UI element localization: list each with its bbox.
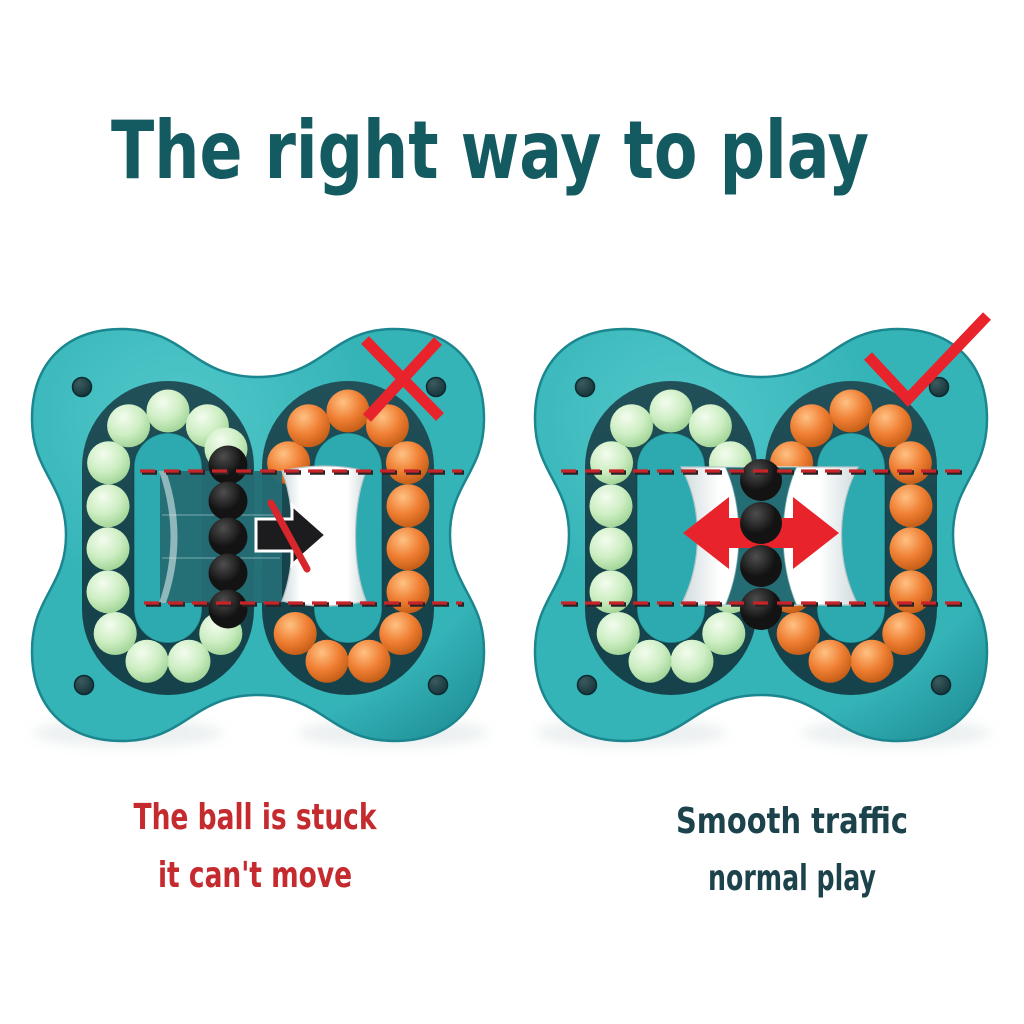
cross-icon [361,336,444,422]
orange-bead [882,612,926,655]
green-bead [589,484,633,528]
green-bead [86,570,130,614]
screw [574,376,596,398]
orange-bead [287,404,331,448]
orange-bead [889,527,933,571]
green-bead [702,612,746,655]
caption-right: Smooth traffic normal play [676,801,908,899]
orange-bead [385,441,429,485]
orange-bead [868,404,912,448]
black-bead [740,459,782,501]
green-bead [610,404,654,448]
green-bead [93,612,137,655]
green-bead [670,639,714,683]
green-bead [86,484,130,528]
green-bead [146,389,190,433]
black-bead [740,502,782,544]
orange-bead [829,389,873,433]
orange-bead [386,484,430,528]
screw [71,376,93,398]
orange-bead [776,612,820,655]
orange-bead [850,639,894,683]
black-bead [740,545,782,587]
screw [73,674,95,696]
orange-bead [379,612,423,655]
green-bead [628,639,672,683]
cut-lines [561,469,967,607]
black-bead [208,445,248,485]
black-bead [740,588,782,630]
orange-bead [273,612,317,655]
black-bead-column [740,459,782,630]
toy-right-way [533,312,991,747]
screw [930,674,952,696]
green-bead [167,639,211,683]
green-bead [688,404,732,448]
black-bead [208,481,248,521]
green-bead [125,639,169,683]
green-bead [596,612,640,655]
orange-bead [808,639,852,683]
cut-lines [140,469,464,607]
orange-bead [305,639,349,683]
caption-right-line2: normal play [708,858,876,899]
orange-bead [888,441,932,485]
orange-bead [386,527,430,571]
toy-wrong-way [30,327,488,747]
chrome-sliver [159,471,178,603]
caption-left-line2: it can't move [158,855,352,896]
screws [574,376,952,696]
screw [576,674,598,696]
black-bead-column [208,445,248,629]
page-title: The right way to play [111,104,869,197]
orange-bead [326,389,370,433]
caption-left-line1: The ball is stuck [134,797,378,838]
screw [425,376,447,398]
screw [928,376,950,398]
green-bead [590,441,634,485]
black-bead [208,517,248,557]
black-bead [208,553,248,593]
orange-bead [347,639,391,683]
green-bead [107,404,151,448]
black-bead [208,589,248,629]
blocked-slash [267,499,311,573]
check-icon [863,312,991,408]
green-bead [86,527,130,571]
screw [427,674,449,696]
green-bead [649,389,693,433]
orange-bead [790,404,834,448]
green-bead [87,441,131,485]
caption-left: The ball is stuck it can't move [134,797,378,896]
caption-right-line1: Smooth traffic [676,801,908,842]
cross-stroke [362,337,443,422]
middle-band [159,465,367,607]
screws [71,376,449,696]
orange-bead [889,484,933,528]
green-bead [589,527,633,571]
